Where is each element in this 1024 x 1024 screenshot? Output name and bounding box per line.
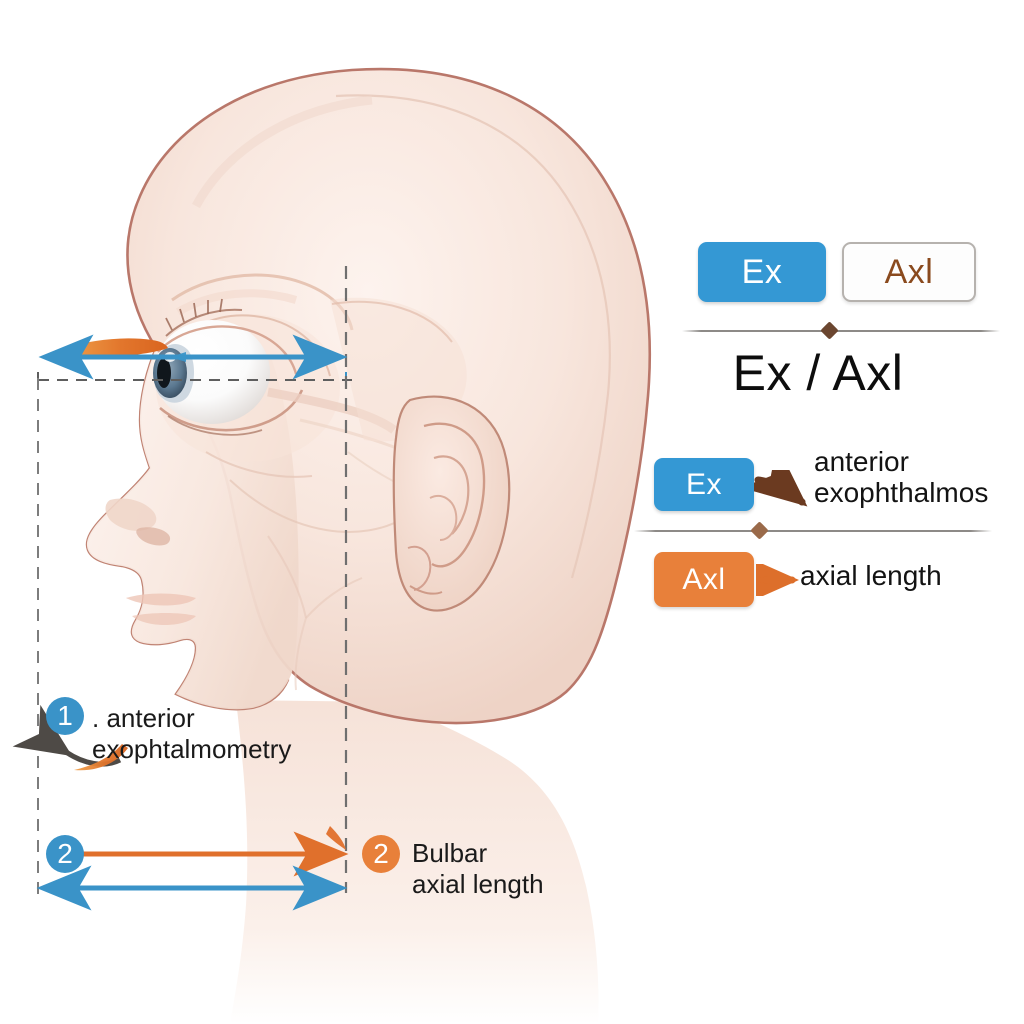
neck-shape [230, 700, 599, 1024]
callout-1-arrow [12, 704, 122, 767]
legend-divider-top [682, 330, 1000, 332]
lower-lip [132, 613, 196, 625]
callout-label-1: . anterior exophtalmometry [92, 703, 292, 764]
pupil [157, 358, 171, 388]
callout-label-2: Bulbar axial length [412, 838, 544, 899]
cranium-inner-line [335, 94, 611, 579]
divider-diamond-top [820, 321, 839, 340]
nostril [136, 527, 171, 546]
zygomatic-arch [229, 479, 405, 533]
ear-helix [423, 422, 486, 568]
callout-badge-1[interactable]: 1 [46, 697, 84, 735]
chip-ex-legend[interactable]: Ex [654, 458, 754, 511]
chip-axl-top[interactable]: Axl [842, 242, 976, 302]
ear-tragus [407, 545, 432, 591]
chip-ex-top[interactable]: Ex [698, 242, 826, 302]
ear-lobe [409, 585, 443, 595]
upper-lash [165, 308, 243, 337]
ratio-label: Ex / Axl [732, 345, 904, 401]
ear-antihelix [433, 455, 470, 535]
legend-arrow-axl [756, 564, 799, 596]
ear-concha [429, 495, 458, 541]
chip-axl-legend[interactable]: Axl [654, 552, 754, 607]
nose-tip [105, 498, 157, 531]
callout-badge-2-right[interactable]: 2 [362, 835, 400, 873]
lower-lid [159, 389, 304, 432]
legend-arrow-ex [754, 470, 808, 507]
legend-label-axl: axial length [800, 560, 942, 591]
legend-panel: Ex Axl Ex / Axl Ex anterior exophthalmos… [632, 222, 1004, 642]
legend-divider-mid [634, 530, 992, 532]
legend-label-ex: anterior exophthalmos [814, 446, 989, 509]
upper-lip [126, 593, 196, 606]
callout-badge-2-left[interactable]: 2 [46, 835, 84, 873]
divider-diamond-mid [750, 521, 769, 540]
callout-1-orange-flare [74, 744, 128, 771]
